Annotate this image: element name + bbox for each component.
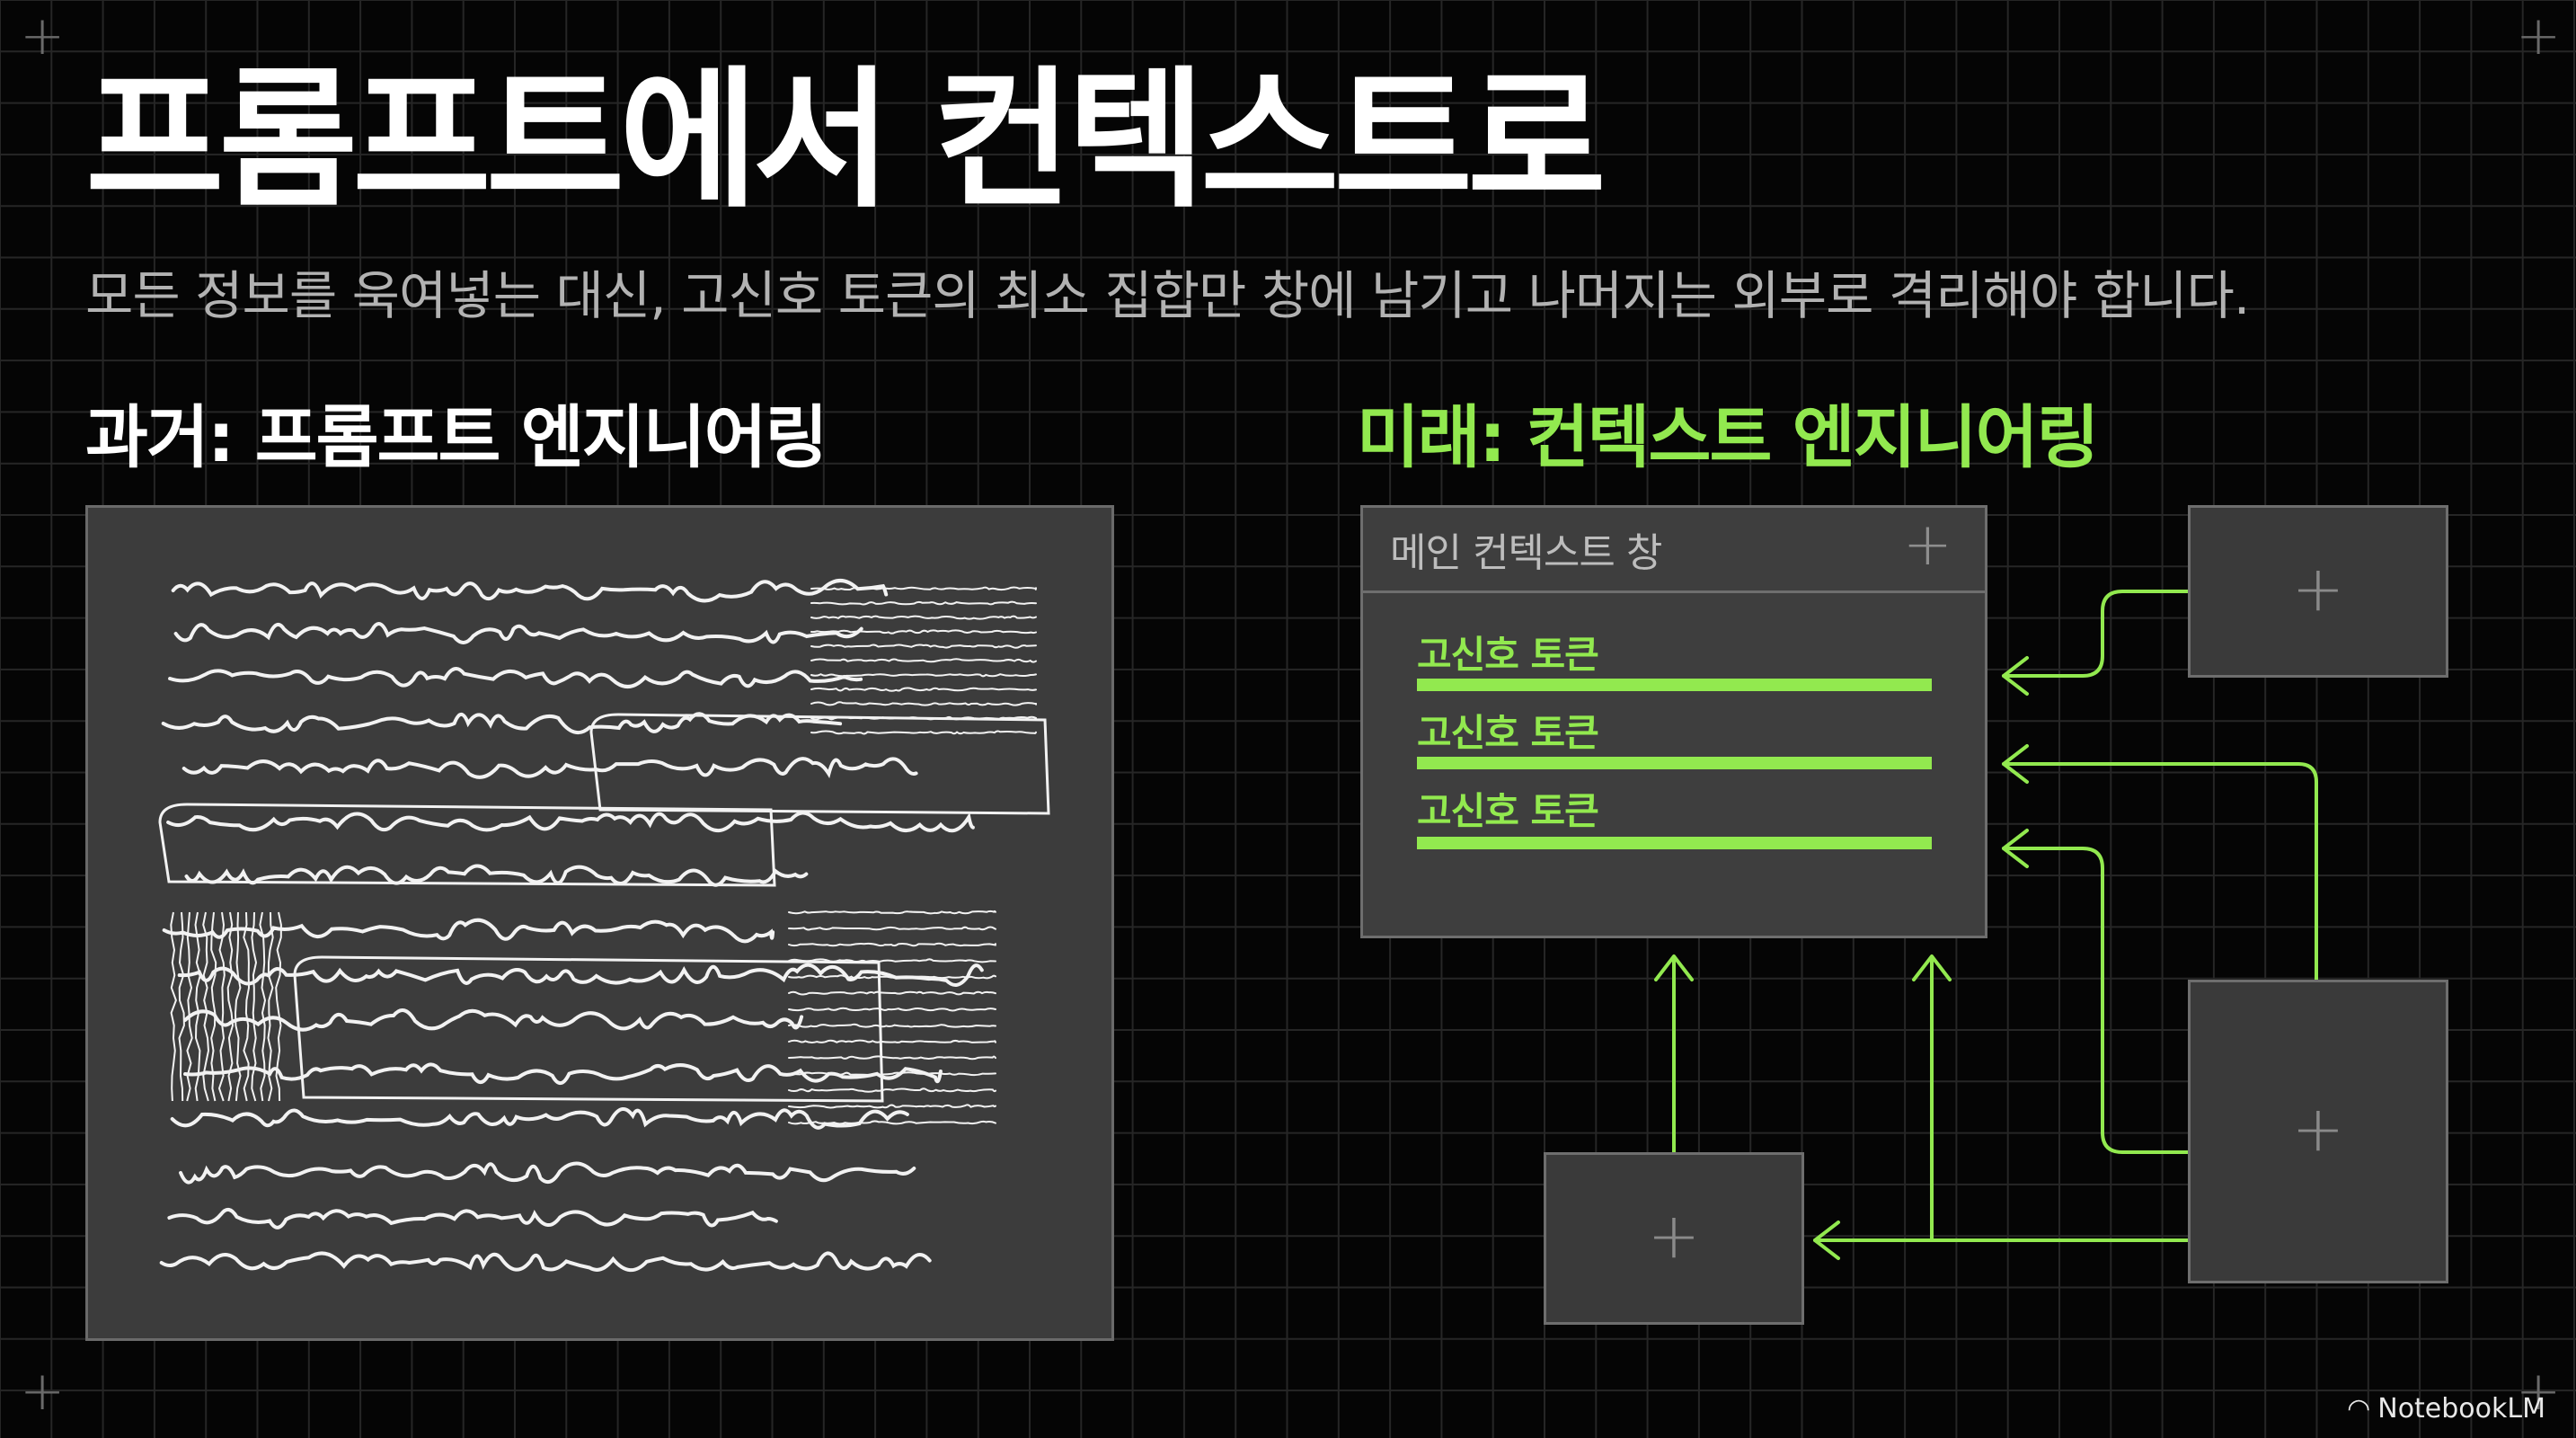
brand-watermark: ◠ NotebookLM bbox=[2347, 1393, 2545, 1425]
prompt-scribble-panel bbox=[85, 505, 1114, 1341]
future-heading: 미래: 컨텍스트 엔지니어링 bbox=[1357, 397, 2099, 477]
external-box-bottom-right: + bbox=[2188, 980, 2448, 1283]
token-bar bbox=[1417, 679, 1932, 691]
connector-middle bbox=[2002, 762, 2318, 981]
past-heading: 과거: 프롬프트 엔지니어링 bbox=[85, 397, 828, 477]
arrow-head-icon bbox=[1813, 1221, 1840, 1260]
add-icon: + bbox=[1902, 510, 1952, 579]
arrow-head-icon bbox=[1912, 954, 1952, 981]
main-context-window: 메인 컨텍스트 창 + 고신호 토큰 고신호 토큰 고신호 토큰 bbox=[1360, 505, 1987, 938]
crosshair-icon: + bbox=[2291, 552, 2345, 626]
main-window-title: 메인 컨텍스트 창 bbox=[1390, 530, 1662, 576]
crosshair-icon: + bbox=[2291, 1092, 2345, 1167]
token-label: 고신호 토큰 bbox=[1417, 633, 1599, 677]
slide-title: 프롬프트에서 컨텍스트로 bbox=[85, 52, 1607, 228]
token-label: 고신호 토큰 bbox=[1417, 711, 1599, 755]
crosshair-icon: + bbox=[1647, 1199, 1701, 1274]
notebooklm-logo-icon: ◠ bbox=[2347, 1393, 2371, 1425]
arrow-head-icon bbox=[2002, 744, 2029, 784]
slide-subtitle: 모든 정보를 욱여넣는 대신, 고신호 토큰의 최소 집합만 창에 남기고 나머… bbox=[85, 265, 2250, 326]
corner-plus-top-right-icon: + bbox=[2516, 4, 2562, 67]
external-box-top-right: + bbox=[2188, 505, 2448, 678]
arrow-head-icon bbox=[2002, 829, 2029, 868]
corner-plus-top-left-icon: + bbox=[20, 4, 66, 67]
corner-plus-bottom-right-icon: + bbox=[2516, 1360, 2562, 1423]
external-box-bottom-center: + bbox=[1544, 1152, 1804, 1325]
window-divider bbox=[1363, 590, 1985, 593]
arrow-head-icon bbox=[1654, 954, 1694, 981]
token-bar bbox=[1417, 757, 1932, 769]
token-label: 고신호 토큰 bbox=[1417, 789, 1599, 833]
brand-label: NotebookLM bbox=[2377, 1393, 2545, 1425]
connector-top bbox=[2002, 590, 2190, 678]
scribble-drawing bbox=[158, 579, 1050, 1273]
connector-lower bbox=[2002, 847, 2190, 1154]
token-bar bbox=[1417, 837, 1932, 849]
corner-plus-bottom-left-icon: + bbox=[20, 1360, 66, 1423]
arrow-head-icon bbox=[2002, 656, 2029, 696]
